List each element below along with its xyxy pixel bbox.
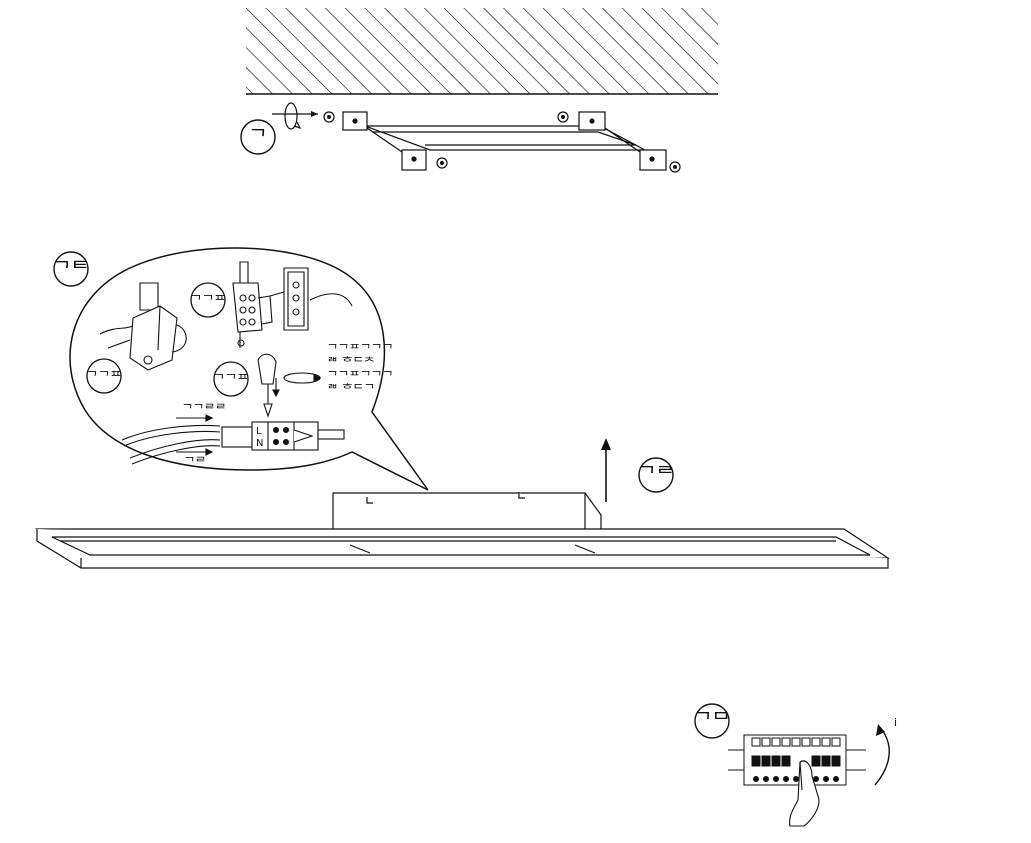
step-2-label: ᄀᄐ [53,257,90,281]
driver-connector [269,267,353,331]
callout-a-label: ᄀᄀᄑ [190,294,226,309]
mounting-bracket [342,111,667,171]
side-note-1-line2: ᄅᄇ ᄒᄃᄎ [327,355,375,369]
side-note-1-line1: ᄀᄀᄑᄀᄀᄀ [327,342,393,356]
wire-connector [221,421,345,451]
callout-b: ᄀᄀᄑ [86,358,122,394]
step-3-label: ᄀᄅ [638,462,675,486]
side-note-2-line1: ᄀᄀᄑᄀᄀᄀ [327,369,393,383]
driver-housing [332,492,602,531]
callout-c-label: ᄀᄀᄑ [213,373,249,388]
svg-text:i: i [894,716,897,729]
step-4-marker: ᄀᄆ [694,703,731,739]
wire-label-lower: ᄀᄅ [184,455,206,469]
wire-label-upper: ᄀᄀᄅᄅ [182,402,226,416]
lift-arrow-icon [601,438,611,502]
rotate-arrow-icon [272,102,318,130]
terminal-block [232,261,273,348]
step-4-label: ᄀᄆ [694,708,731,732]
screw-icon [323,111,681,173]
step-2-marker: ᄀᄐ [53,251,90,287]
hand-icon [789,760,820,827]
ceiling-hatch [246,8,718,95]
step-1-marker: ᄀ [240,119,276,155]
step-1-label: ᄀ [249,125,267,149]
curved-arrow-icon: i [874,716,897,786]
supply-wires [121,414,221,465]
screwdriver-icon [257,353,322,418]
led-panel [34,528,891,569]
side-note-2-line2: ᄅᄇ ᄒᄃᄀ [327,382,375,396]
terminal-l-label: L [256,426,262,437]
terminal-n-label: N [256,438,263,449]
callout-b-label: ᄀᄀᄑ [86,370,122,385]
terminal-strip [728,734,866,786]
step-3-marker: ᄀᄅ [638,457,675,493]
callout-c: ᄀᄀᄑ [213,361,249,397]
callout-a: ᄀᄀᄑ [190,282,226,318]
junction-box [99,282,187,371]
